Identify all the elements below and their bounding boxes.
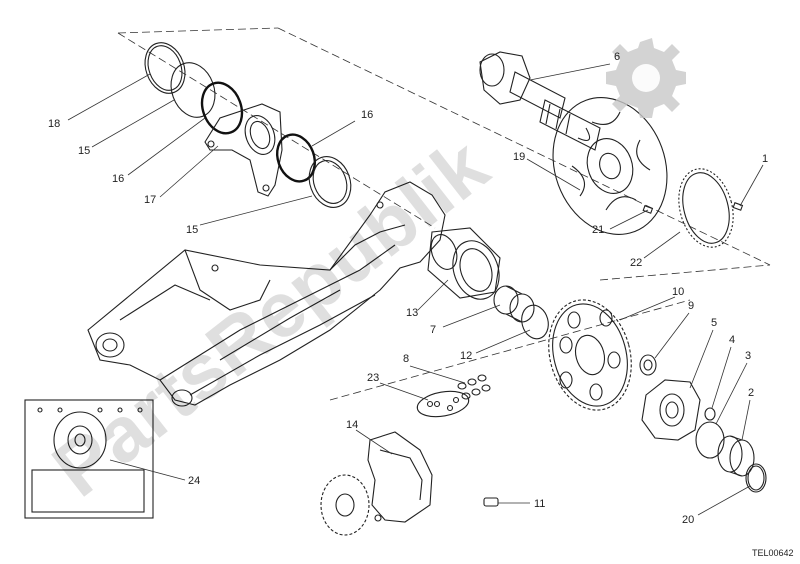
chain-links-8 (457, 374, 491, 400)
label-10: 10 (672, 286, 684, 298)
label-2: 2 (748, 387, 754, 399)
o-ring-16-top (200, 81, 244, 135)
bolt-21 (642, 205, 654, 214)
watermark-text: PartsRepublik (36, 121, 504, 514)
label-15-lower: 15 (186, 224, 198, 236)
label-24: 24 (188, 475, 200, 487)
part-labels: 18 15 16 17 16 15 6 19 1 21 22 13 7 12 1… (48, 51, 794, 558)
front-sprocket (320, 474, 370, 536)
sprocket-cover-14 (367, 431, 433, 523)
seal-ring-15-lower (308, 156, 352, 208)
label-1: 1 (762, 153, 768, 165)
label-8: 8 (403, 353, 409, 365)
snap-ring-18 (144, 42, 186, 94)
caliper-bracket-17 (204, 103, 283, 197)
eccentric-hub-13 (427, 227, 501, 300)
label-14: 14 (346, 419, 358, 431)
label-5: 5 (711, 317, 717, 329)
o-ring-16-lower (275, 133, 317, 183)
label-22: 22 (630, 257, 642, 269)
bushing-7 (493, 285, 535, 323)
nut-4 (704, 407, 716, 421)
label-15-top: 15 (78, 145, 90, 157)
drawing-code: TEL00642 (752, 548, 794, 558)
ring-12 (521, 304, 549, 340)
tone-ring-22 (678, 168, 734, 248)
inset-detail-24 (24, 399, 154, 519)
label-23: 23 (367, 372, 379, 384)
assembly-frame (117, 27, 771, 401)
label-11: 11 (534, 498, 545, 510)
leader-lines (67, 63, 764, 516)
label-18: 18 (48, 118, 60, 130)
screw-11 (483, 497, 499, 507)
chain-repair-kit-23 (416, 390, 470, 418)
label-3: 3 (745, 350, 751, 362)
label-20: 20 (682, 514, 694, 526)
wheel-axle-6 (479, 51, 601, 151)
label-7: 7 (430, 324, 436, 336)
circlip-20 (745, 463, 767, 493)
label-13: 13 (406, 307, 418, 319)
brake-disc-19 (552, 97, 668, 235)
label-17: 17 (144, 194, 156, 206)
label-12: 12 (460, 350, 472, 362)
swingarm (87, 181, 446, 407)
o-ring-3 (695, 421, 725, 459)
label-19: 19 (513, 151, 525, 163)
bolt-1 (732, 202, 744, 211)
label-4: 4 (729, 334, 735, 346)
label-16-top: 16 (112, 173, 124, 185)
rear-sprocket-10 (548, 299, 632, 411)
spacer-9 (639, 354, 657, 376)
gear-logo-icon (606, 38, 686, 118)
label-6: 6 (614, 51, 620, 63)
label-16-lower: 16 (361, 109, 373, 121)
sprocket-flange-5 (641, 379, 701, 441)
label-21: 21 (592, 224, 604, 236)
label-9: 9 (688, 300, 694, 312)
